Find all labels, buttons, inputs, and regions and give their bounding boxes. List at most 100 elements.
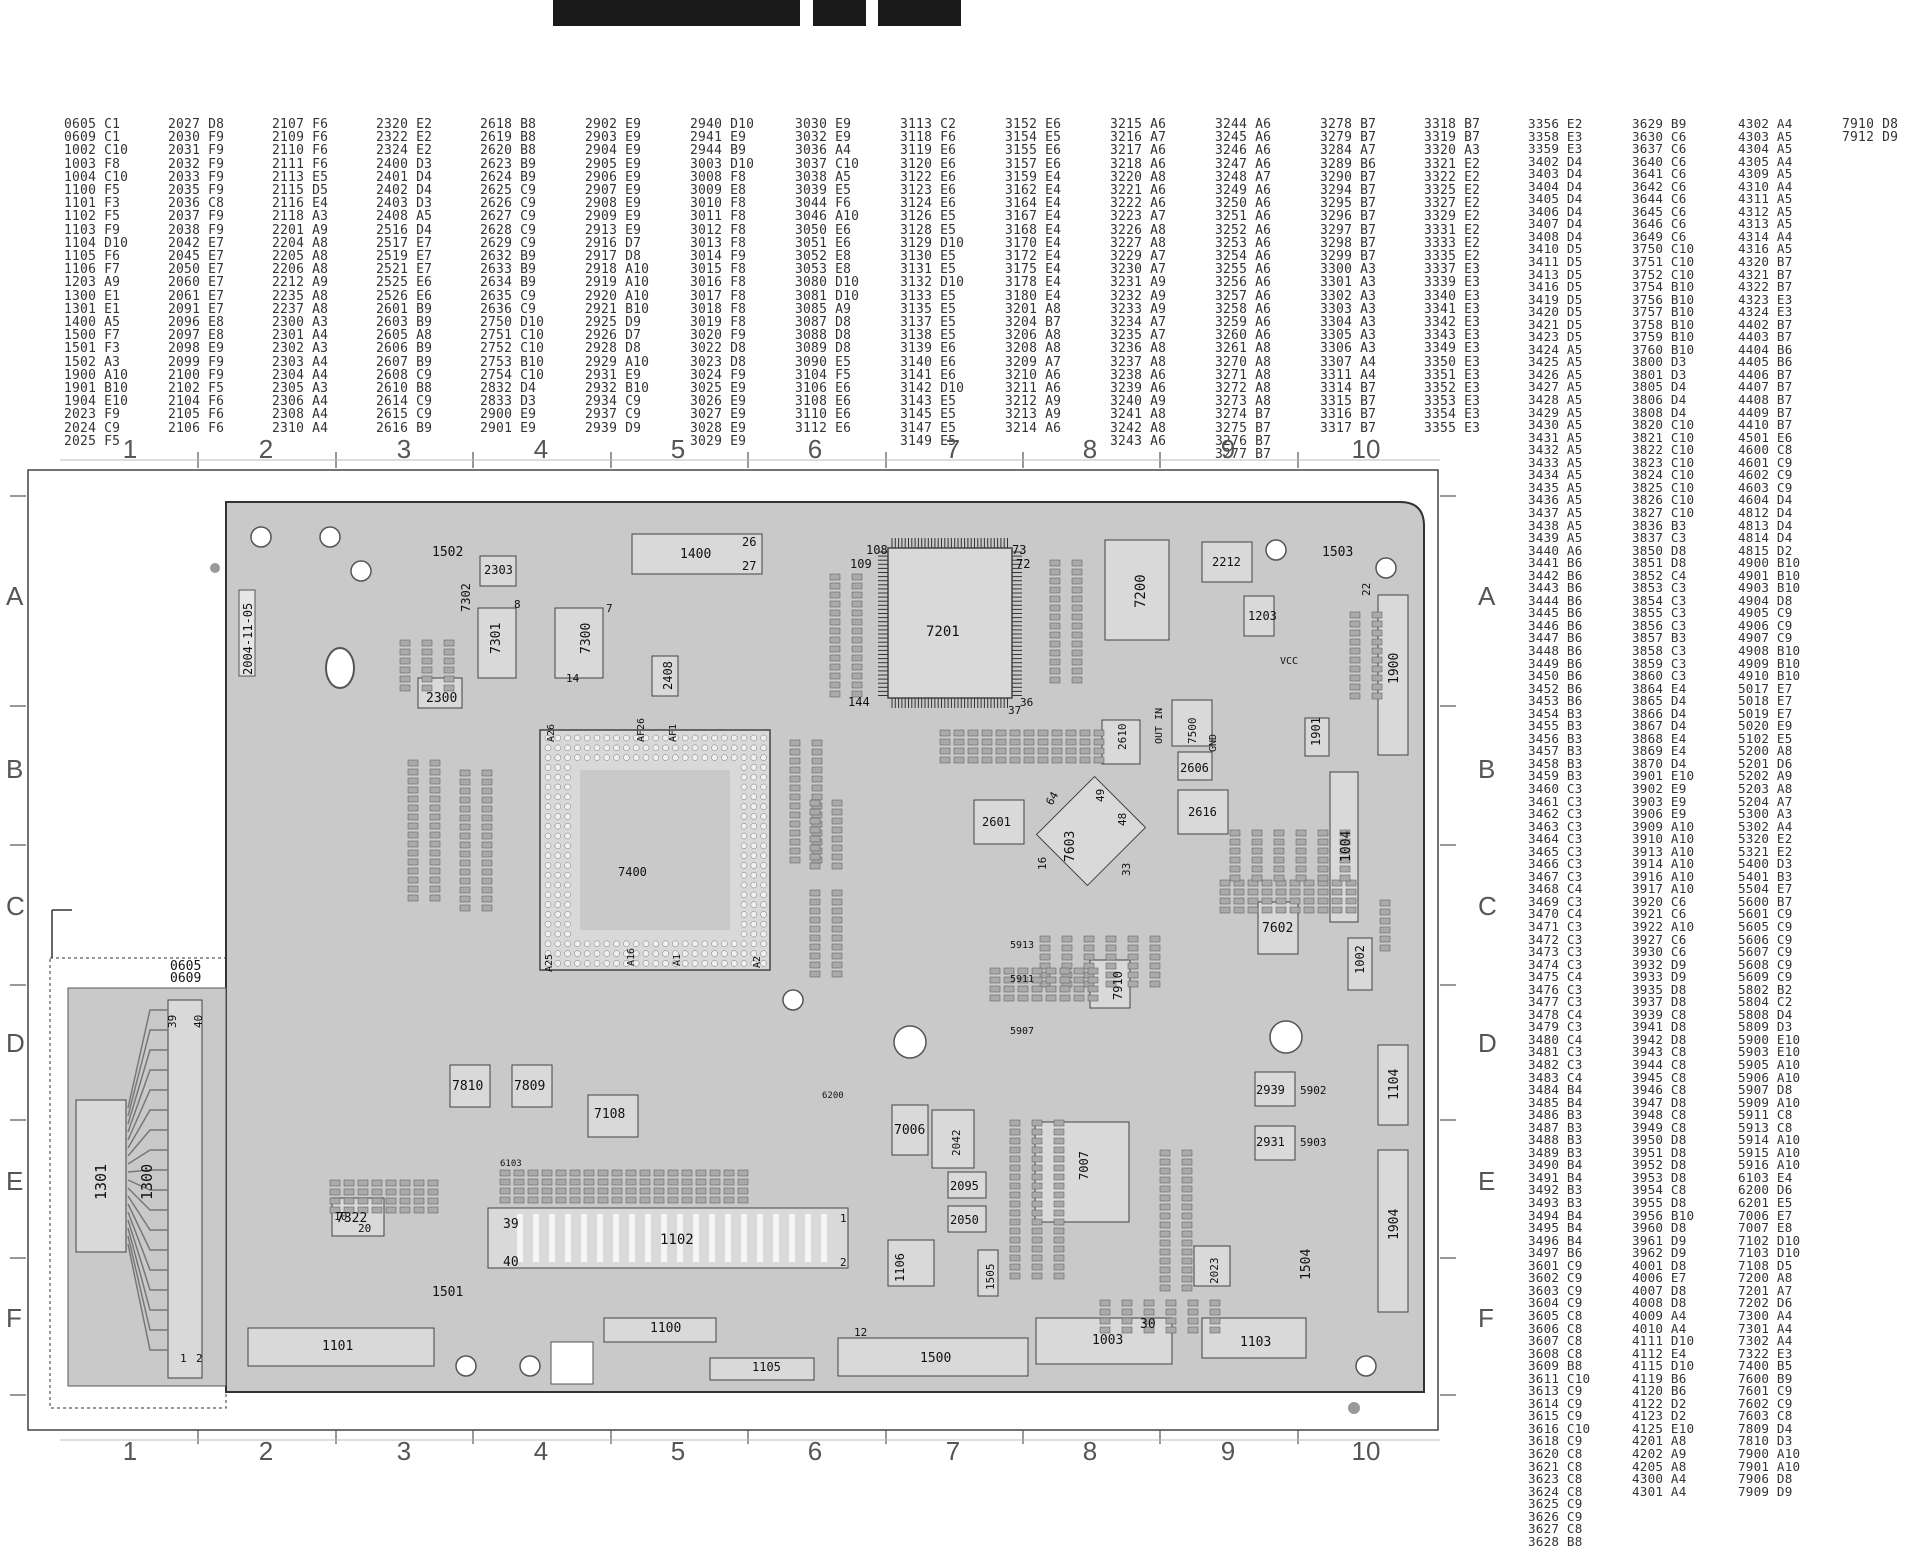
- silk-label-c1501: 1501: [432, 1285, 463, 1300]
- reference-table-column: 2027 D8 2030 F9 2031 F9 2032 F9 2033 F9 …: [168, 117, 225, 436]
- connector-1104: [1377, 1044, 1409, 1126]
- reference-table-column: 2618 B8 2619 B8 2620 B8 2623 B9 2624 B9 …: [480, 117, 545, 436]
- silk-label-c1101: 1101: [322, 1339, 353, 1354]
- grid-column-1: 1: [123, 434, 137, 464]
- grid-column-2: 2: [259, 434, 273, 464]
- reference-table-column: 7910 D8 7912 D9: [1842, 117, 1899, 146]
- silk-label-c1100: 1100: [650, 1321, 681, 1336]
- silk-label-c1300: 1300: [138, 1164, 156, 1200]
- capacitor-2610: [1101, 719, 1141, 765]
- connector-1102-pins: [517, 1214, 827, 1262]
- silk-label-pin48: 48: [1116, 813, 1129, 826]
- silk-label-c7603: 7603: [1063, 831, 1078, 862]
- connector-1105: [709, 1357, 815, 1381]
- silk-label-c2606: 2606: [1180, 761, 1209, 775]
- reference-table-column: 4302 A4 4303 A5 4304 A5 4305 A4 4309 A5 …: [1738, 116, 1801, 1499]
- silk-label-pin14: 14: [566, 672, 580, 685]
- fiducial-code: [550, 1341, 594, 1385]
- silk-label-c1003: 1003: [1092, 1333, 1123, 1348]
- silk-label-pin12: 12: [854, 1326, 867, 1339]
- capacitor-2095: [947, 1171, 987, 1199]
- chip-7322-outline: [331, 1197, 385, 1237]
- silk-label-out_in: OUT IN: [1154, 708, 1165, 744]
- capacitor-2931: [1254, 1125, 1296, 1161]
- silk-label-pin49: 49: [1094, 789, 1107, 802]
- grid-column-2: 2: [259, 1436, 273, 1461]
- silk-label-c5903: 5903: [1300, 1136, 1327, 1149]
- silk-label-pin37: 37: [1008, 704, 1021, 717]
- reference-table-column: 2107 F6 2109 F6 2110 F6 2111 F6 2113 E5 …: [272, 117, 329, 436]
- silk-label-c7400: 7400: [618, 865, 647, 879]
- oval-hole: [325, 647, 355, 689]
- silk-label-c2303: 2303: [484, 563, 513, 577]
- silk-label-c1102: 1102: [660, 1232, 694, 1248]
- silk-label-c7500: 7500: [1186, 718, 1199, 745]
- silk-label-c5902: 5902: [1300, 1084, 1327, 1097]
- reference-table-column: 3030 E9 3032 E9 3036 A4 3037 C10 3038 A5…: [795, 117, 860, 436]
- grid-row-E: E: [6, 1166, 23, 1196]
- grid-row-B: B: [6, 754, 23, 784]
- flex-cable-traces: [127, 1009, 168, 1351]
- reference-table-column: 3152 E6 3154 E5 3155 E6 3157 E6 3159 E4 …: [1005, 117, 1062, 436]
- reference-table-column: 3278 B7 3279 B7 3284 A7 3289 B6 3290 B7 …: [1320, 117, 1377, 436]
- capacitor-2616: [1177, 789, 1229, 835]
- silk-label-c1004: 1004: [1339, 831, 1354, 862]
- silk-label-vcc: VCC: [1280, 656, 1298, 667]
- silk-label-c7810: 7810: [452, 1079, 483, 1094]
- silk-label-pin109: 109: [850, 557, 872, 571]
- chip-7603-outline: [1035, 775, 1147, 887]
- silk-label-pinA16: A16: [626, 948, 637, 966]
- silk-label-pin26: 26: [742, 535, 756, 549]
- silk-label-c0609: 0609: [170, 971, 201, 986]
- reference-table-column: 3215 A6 3216 A7 3217 A6 3218 A6 3220 A8 …: [1110, 117, 1167, 449]
- reference-table-column: 2940 D10 2941 E9 2944 B9 3003 D10 3008 F…: [690, 117, 755, 449]
- silk-label-pinA26: A26: [546, 724, 557, 742]
- silk-label-pin73: 73: [1012, 543, 1026, 557]
- silk-label-c1503: 1503: [1322, 545, 1353, 560]
- silk-label-c2212: 2212: [1212, 555, 1241, 569]
- grid-column-6: 6: [808, 434, 822, 464]
- silk-label-c7602: 7602: [1262, 921, 1293, 936]
- silk-label-pin33: 33: [1120, 863, 1133, 876]
- flex-cable-region: [49, 957, 227, 1409]
- silk-label-c7300: 7300: [579, 623, 594, 654]
- silk-label-pin22: 22: [1360, 583, 1373, 596]
- reference-table-column: 3356 E2 3358 E3 3359 E3 3402 D4 3403 D4 …: [1528, 116, 1591, 1549]
- capacitor-2212: [1201, 541, 1253, 583]
- silk-label-c2601: 2601: [982, 815, 1011, 829]
- capacitor-2042: [931, 1109, 975, 1169]
- silk-label-pin8: 8: [514, 598, 521, 611]
- silk-label-c2095: 2095: [950, 1179, 979, 1193]
- silk-label-c7302: 7302: [459, 583, 473, 612]
- component-1505: [977, 1249, 999, 1297]
- capacitor-2303: [479, 555, 517, 587]
- reference-table-column: 3318 B7 3319 B7 3320 A3 3321 E2 3322 E2 …: [1424, 117, 1481, 436]
- silk-label-c1904: 1904: [1387, 1209, 1402, 1240]
- connector-1301: [75, 1099, 127, 1253]
- chip-7006-outline: [891, 1104, 929, 1156]
- chip-7809-outline: [511, 1064, 553, 1108]
- capacitor-2606: [1177, 751, 1213, 781]
- component-1106: [887, 1239, 935, 1287]
- silk-label-c1500: 1500: [920, 1351, 951, 1366]
- grid-row-D: D: [6, 1028, 25, 1058]
- capacitor-2023: [1193, 1245, 1231, 1287]
- grid-row-A: A: [6, 581, 24, 611]
- grid-row-F: F: [1478, 1303, 1494, 1333]
- silk-label-c1106: 1106: [893, 1253, 907, 1282]
- chip-7810-outline: [449, 1064, 491, 1108]
- grid-column-9: 9: [1221, 1436, 1235, 1461]
- silk-label-pin27: 27: [742, 559, 756, 573]
- chip-7400-ball-grid: [544, 734, 767, 967]
- capacitor-2050: [947, 1205, 987, 1233]
- silk-label-pin40: 40: [503, 1255, 519, 1270]
- silk-label-c6200: 6200: [822, 1091, 844, 1101]
- grid-tick-marks: [10, 452, 1456, 1444]
- grid-column-8: 8: [1083, 1436, 1097, 1461]
- silk-label-pinA1: A1: [672, 954, 683, 966]
- silk-label-pinA25: A25: [544, 954, 555, 972]
- silk-label-pin39: 39: [166, 1015, 179, 1028]
